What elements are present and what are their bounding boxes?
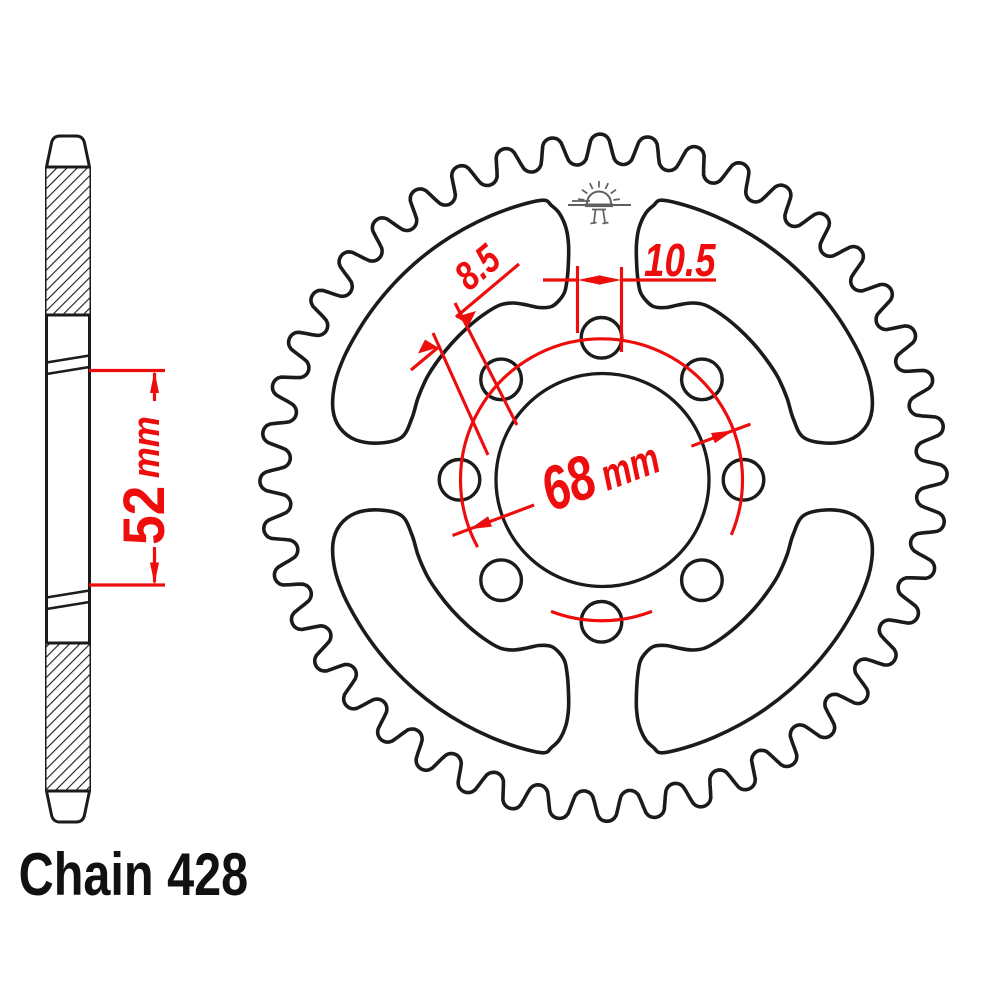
svg-text:Chain 428: Chain 428: [19, 841, 249, 908]
svg-text:10.5: 10.5: [644, 234, 716, 286]
